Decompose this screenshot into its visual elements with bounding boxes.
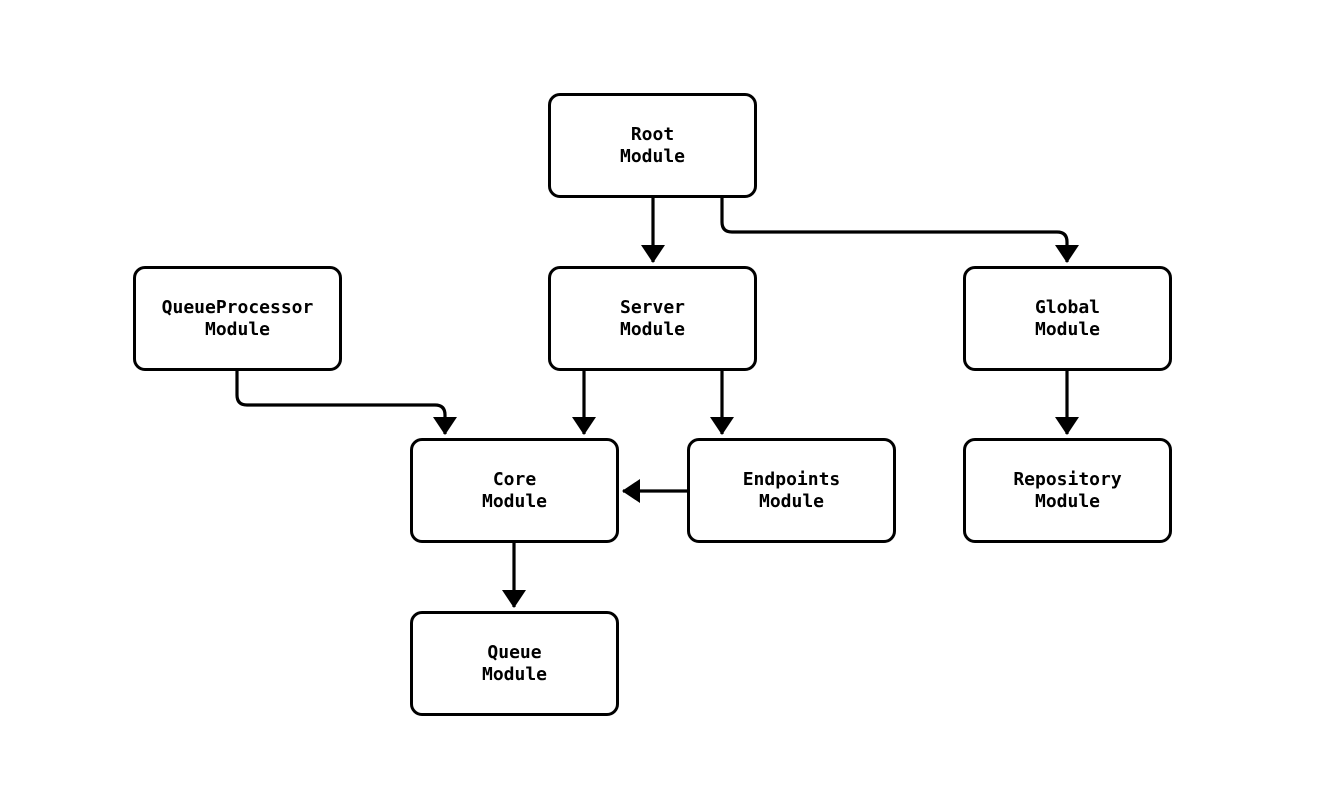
edge-root-global bbox=[720, 198, 1079, 263]
node-core-module: Core Module bbox=[410, 438, 619, 543]
node-label-line2: Module bbox=[619, 145, 686, 167]
node-repository-module: Repository Module bbox=[963, 438, 1172, 543]
node-label-line2: Module bbox=[481, 663, 548, 685]
node-queueprocessor-module: QueueProcessor Module bbox=[133, 266, 342, 371]
node-server-module: Server Module bbox=[548, 266, 757, 371]
node-label-line2: Module bbox=[481, 490, 548, 512]
node-global-module: Global Module bbox=[963, 266, 1172, 371]
node-label-line2: Module bbox=[619, 318, 686, 340]
node-label-line2: Module bbox=[204, 318, 271, 340]
node-label-line1: Endpoints bbox=[742, 468, 841, 490]
node-label-line1: Core bbox=[492, 468, 537, 490]
node-queue-module: Queue Module bbox=[410, 611, 619, 716]
node-label-line1: Root bbox=[630, 123, 675, 145]
node-label-line2: Module bbox=[1034, 490, 1101, 512]
node-label-line2: Module bbox=[758, 490, 825, 512]
node-endpoints-module: Endpoints Module bbox=[687, 438, 896, 543]
edge-queueprocessor-core bbox=[235, 371, 457, 435]
node-label-line1: Queue bbox=[487, 641, 542, 663]
node-root-module: Root Module bbox=[548, 93, 757, 198]
node-label-line2: Module bbox=[1034, 318, 1101, 340]
node-label-line1: Global bbox=[1034, 296, 1101, 318]
node-label-line1: QueueProcessor bbox=[161, 296, 314, 318]
node-label-line1: Repository bbox=[1013, 468, 1122, 490]
node-label-line1: Server bbox=[619, 296, 686, 318]
